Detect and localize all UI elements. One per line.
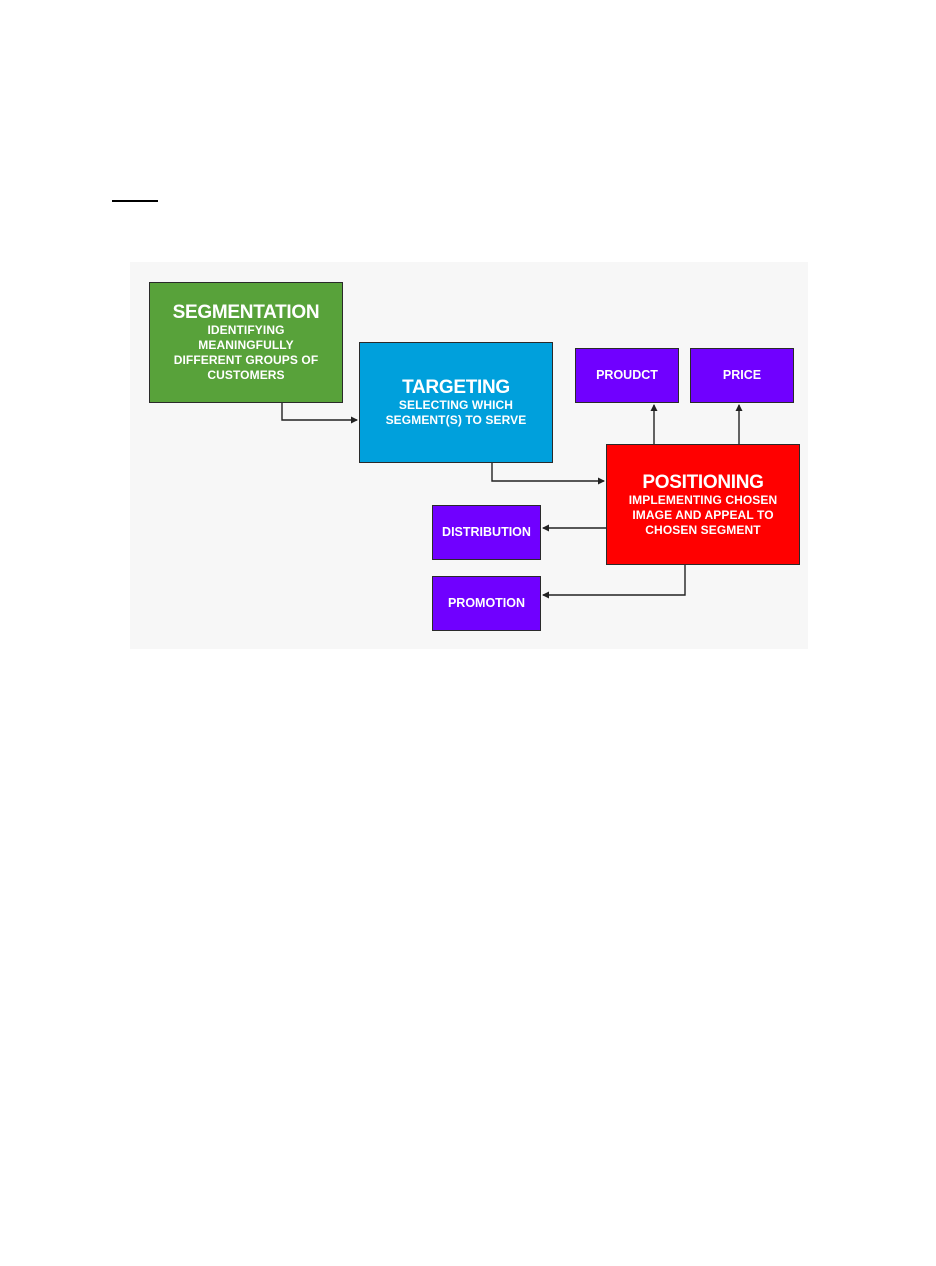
targeting-description: SELECTING WHICH SEGMENT(S) TO SERVE <box>381 398 531 428</box>
distribution-label: DISTRIBUTION <box>442 525 531 540</box>
product-label: PROUDCT <box>596 368 658 383</box>
targeting-title: TARGETING <box>402 377 510 398</box>
underline-mark <box>112 200 158 202</box>
positioning-box: POSITIONING IMPLEMENTING CHOSEN IMAGE AN… <box>606 444 800 565</box>
connector-positioning-promotion <box>543 565 685 595</box>
connector-targeting-positioning <box>492 463 604 481</box>
targeting-box: TARGETING SELECTING WHICH SEGMENT(S) TO … <box>359 342 553 463</box>
promotion-label: PROMOTION <box>448 596 525 611</box>
product-box: PROUDCT <box>575 348 679 403</box>
connector-segmentation-targeting <box>282 403 357 420</box>
segmentation-title: SEGMENTATION <box>173 302 320 323</box>
segmentation-box: SEGMENTATION IDENTIFYING MEANINGFULLY DI… <box>149 282 343 403</box>
positioning-title: POSITIONING <box>642 472 763 493</box>
price-label: PRICE <box>723 368 761 383</box>
segmentation-description: IDENTIFYING MEANINGFULLY DIFFERENT GROUP… <box>171 323 321 383</box>
stp-diagram: SEGMENTATION IDENTIFYING MEANINGFULLY DI… <box>130 262 808 649</box>
distribution-box: DISTRIBUTION <box>432 505 541 560</box>
price-box: PRICE <box>690 348 794 403</box>
positioning-description: IMPLEMENTING CHOSEN IMAGE AND APPEAL TO … <box>628 493 778 538</box>
promotion-box: PROMOTION <box>432 576 541 631</box>
